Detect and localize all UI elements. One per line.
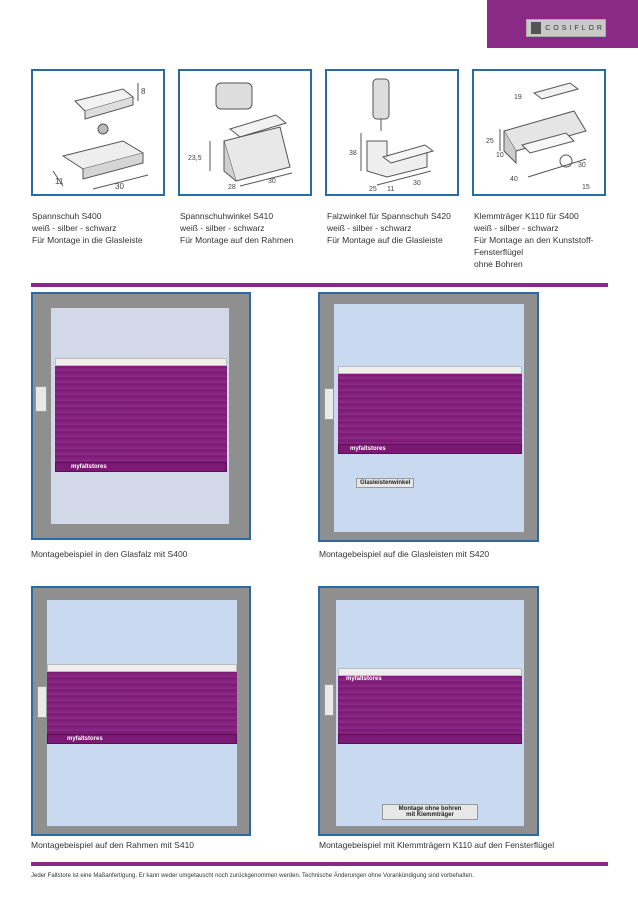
- product-caption-s400: Spannschuh S400 weiß - silber - schwarz …: [32, 210, 143, 246]
- product-image-s410: 23,5 28 30: [178, 69, 312, 196]
- caption-line: ohne Bohren: [474, 259, 523, 269]
- logo-text: COSIFLOR: [545, 24, 605, 32]
- brand-label: myfaltstores: [346, 676, 382, 682]
- caption-line: Falzwinkel für Spannschuh S420: [327, 211, 451, 221]
- dim-label: 28: [228, 184, 236, 191]
- window-handle-icon: [324, 388, 334, 420]
- dim-label: 8: [141, 87, 146, 96]
- label-line: Montage ohne bohren: [398, 806, 462, 812]
- montage-caption: Montagebeispiel auf den Rahmen mit S410: [31, 840, 195, 850]
- top-rail: [55, 358, 227, 366]
- caption-line: weiß - silber - schwarz: [327, 223, 412, 233]
- caption-line: Spannschuh S400: [32, 211, 102, 221]
- caption-line: Für Montage auf den Rahmen: [180, 235, 294, 245]
- product-caption-k110: Klemmträger K110 für S400 weiß - silber …: [474, 210, 593, 270]
- pleated-blind: [338, 676, 522, 734]
- section-divider: [31, 283, 608, 287]
- dim-label: 30: [578, 162, 586, 169]
- pleated-blind: [338, 374, 522, 444]
- bottom-rail: [47, 734, 237, 744]
- montage-image-s400: myfaltstores: [31, 292, 251, 540]
- montage-ohne-bohren-label: Montage ohne bohren mit Klemmträger: [382, 804, 478, 820]
- product-image-k110: 19 25 10 40 30 15: [472, 69, 606, 196]
- spannschuh-s400-drawing: 8 11 30: [52, 83, 149, 191]
- cosiflor-logo: COSIFLOR: [526, 19, 606, 37]
- pleated-blind: [47, 672, 237, 734]
- caption-line: Spannschuhwinkel S410: [180, 211, 274, 221]
- window-handle-icon: [37, 686, 47, 718]
- brand-label: myfaltstores: [350, 446, 386, 452]
- product-image-s420: 38 25 11 30: [325, 69, 459, 196]
- top-rail: [338, 668, 522, 676]
- caption-line: Für Montage an den Kunststoff-: [474, 235, 594, 245]
- logo-mark-icon: [531, 22, 542, 34]
- glasleistenwinkel-label: Glasleistenwinkel: [356, 478, 415, 488]
- product-caption-s420: Falzwinkel für Spannschuh S420 weiß - si…: [327, 210, 451, 246]
- montage-caption: Montagebeispiel auf die Glasleisten mit …: [319, 549, 490, 559]
- montage-image-s410: myfaltstores: [31, 586, 251, 836]
- caption-line: weiß - silber - schwarz: [474, 223, 559, 233]
- caption-line: Klemmträger K110 für S400: [474, 211, 579, 221]
- brand-label: myfaltstores: [71, 464, 107, 470]
- dim-label: 40: [510, 176, 518, 183]
- product-image-s400: 8 11 30: [31, 69, 165, 196]
- pleated-blind: [55, 366, 227, 462]
- bottom-rail: [338, 444, 522, 454]
- footer-disclaimer: Jeder Faltstore ist eine Maßanfertigung.…: [31, 873, 474, 879]
- window-handle-icon: [35, 386, 47, 412]
- top-rail: [338, 366, 522, 374]
- dim-label: 30: [115, 182, 124, 191]
- dim-label: 30: [413, 180, 421, 187]
- footer-divider: [31, 862, 608, 866]
- caption-line: Fensterflügel: [474, 247, 524, 257]
- bottom-rail: [55, 462, 227, 472]
- caption-line: Für Montage in die Glasleiste: [32, 235, 143, 245]
- window-handle-icon: [324, 684, 334, 716]
- caption-line: weiß - silber - schwarz: [180, 223, 265, 233]
- montage-image-s420: myfaltstores Glasleistenwinkel: [318, 292, 539, 542]
- dim-label: 38: [349, 150, 357, 157]
- dim-label: 30: [268, 178, 276, 185]
- product-caption-s410: Spannschuhwinkel S410 weiß - silber - sc…: [180, 210, 293, 246]
- bottom-rail: [338, 734, 522, 744]
- spannschuhwinkel-s410-drawing: 23,5 28 30: [188, 82, 293, 191]
- dim-label: 19: [514, 94, 522, 101]
- brand-label: myfaltstores: [67, 736, 103, 742]
- dim-label: 25: [369, 186, 377, 193]
- label-line: mit Klemmträger: [406, 812, 454, 818]
- dim-label: 15: [582, 184, 590, 191]
- dim-label: 10: [496, 152, 504, 159]
- top-rail: [47, 664, 237, 672]
- dim-label: 23,5: [188, 155, 202, 162]
- montage-image-k110: myfaltstores Montage ohne bohren mit Kle…: [318, 586, 539, 836]
- dim-label: 11: [55, 177, 64, 186]
- dim-label: 11: [387, 186, 394, 193]
- klemmtraeger-k110-drawing: 19 25 10 40 30 15: [486, 82, 590, 191]
- dim-label: 25: [486, 138, 494, 145]
- caption-line: weiß - silber - schwarz: [32, 223, 117, 233]
- montage-caption: Montagebeispiel in den Glasfalz mit S400: [31, 549, 188, 559]
- montage-caption: Montagebeispiel mit Klemmträgern K110 au…: [319, 840, 555, 850]
- caption-line: Für Montage auf die Glasleiste: [327, 235, 443, 245]
- falzwinkel-s420-drawing: 38 25 11 30: [349, 78, 435, 193]
